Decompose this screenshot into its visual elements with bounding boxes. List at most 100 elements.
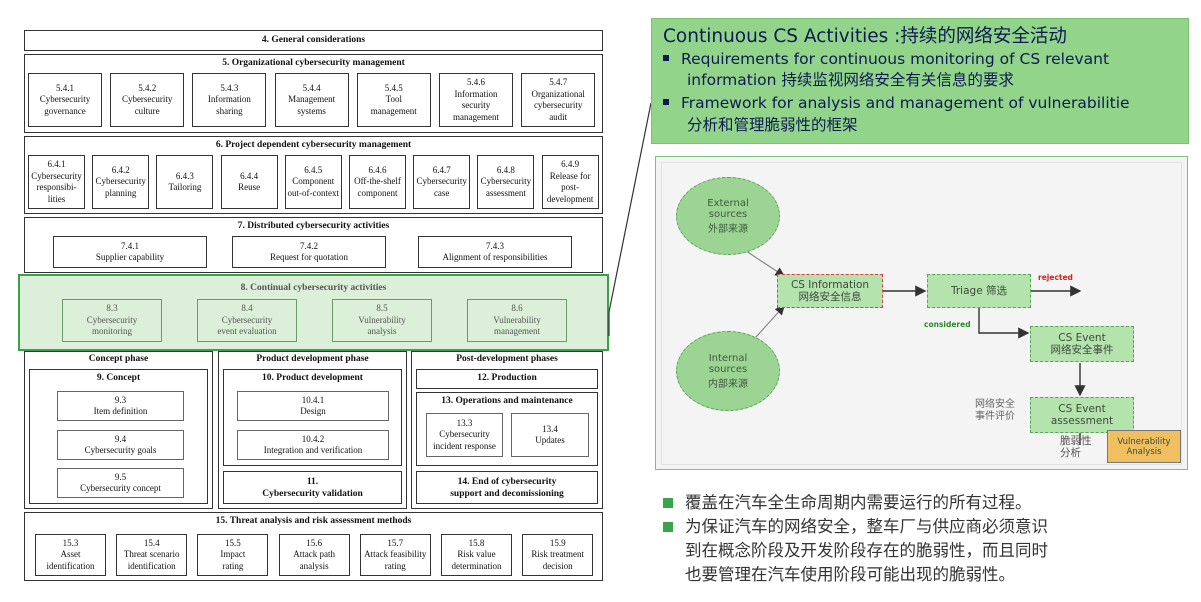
assessment-line1: CS Event — [1058, 403, 1106, 415]
clause-line: 10.4.1 — [301, 394, 325, 405]
clause-line: Alignment of responsibilities — [442, 252, 548, 262]
clause-line: decision — [542, 560, 573, 571]
vuln-cn-label: 脆弱性 分析 — [1060, 435, 1092, 459]
banner-bullet-2-line2: 分析和管理脆弱性的框架 — [687, 116, 858, 134]
clause-line: 7.4.2 — [300, 240, 318, 251]
clause-line: Cybersecurity — [416, 176, 467, 187]
clause-line: analysis — [299, 560, 329, 571]
clause-line: planning — [104, 187, 137, 198]
clause-line: Supplier capability — [95, 252, 165, 262]
product-development-title: 10. Product development — [262, 373, 363, 383]
bullet-square-icon — [663, 498, 673, 508]
clause-line: 9.4 — [114, 433, 127, 444]
triage-label: Triage 筛选 — [950, 285, 1007, 297]
clause-line: Request for quotation — [270, 252, 348, 262]
clause-line: Integration and verification — [263, 445, 363, 455]
internal-sources-node: Internal sources 内部来源 — [676, 331, 780, 411]
assessment-cn-line2: 事件评价 — [975, 411, 1015, 422]
clause-line: 6.4.7 — [432, 164, 451, 175]
clause-line: 15.5 — [225, 537, 241, 548]
clause-line: post- — [561, 182, 580, 192]
clause-line: 15.6 — [306, 537, 322, 548]
continual-activities-title: 8. Continual cybersecurity activities — [240, 283, 387, 293]
clause-line: cybersecurity — [533, 100, 583, 110]
clause-line: 15.9 — [549, 537, 566, 548]
clause-line: 5.4.7 — [549, 77, 568, 87]
clause-line: 5.4.2 — [138, 82, 157, 93]
internal-line3: 内部来源 — [708, 378, 748, 390]
clause-line: Threat scenario — [123, 549, 180, 560]
clause-line: audit — [549, 111, 568, 122]
clause-line: Tailoring — [168, 182, 202, 192]
clause-line: determination — [451, 560, 502, 571]
tara-methods-box: 15. Threat analysis and risk assessment … — [24, 512, 603, 581]
bullet-square-icon — [663, 54, 669, 61]
clause-line: Risk treatment — [531, 549, 585, 560]
clause-line: 15.7 — [387, 537, 404, 548]
vulnerability-flow-diagram: External sources 外部来源 Internal sources 内… — [655, 156, 1188, 470]
clause-line: Attack feasibility — [364, 549, 427, 560]
clause-line: Design — [300, 406, 326, 416]
clause-line: 6.4.4 — [240, 170, 259, 181]
external-line2: sources — [708, 208, 748, 220]
note-line-1: 覆盖在汽车全生命周期内需要运行的所有过程。 — [685, 493, 1032, 512]
clause-line: 9.5 — [114, 471, 127, 482]
clause-line: 10.4.2 — [301, 433, 325, 444]
project-management-box: 6. Project dependent cybersecurity manag… — [24, 136, 603, 214]
clause-line: Information — [207, 94, 251, 105]
validation-label: Cybersecurity validation — [262, 489, 363, 499]
clause-line: Updates — [535, 435, 565, 445]
clause-line: 6.4.3 — [175, 170, 194, 181]
clause-line: monitoring — [92, 326, 132, 337]
clause-line: Cybersecurity — [31, 170, 82, 181]
considered-label: considered — [924, 320, 971, 329]
assessment-cn-label: 网络安全 事件评价 — [975, 399, 1015, 423]
clause-line: 8.6 — [511, 303, 523, 314]
cs-event-node: CS Event 网络安全事件 — [1030, 326, 1134, 362]
rejected-label: rejected — [1038, 273, 1073, 282]
clause-line: responsibi- — [36, 182, 77, 192]
cs-event-line1: CS Event — [1058, 332, 1106, 344]
clause-line: analysis — [367, 326, 397, 337]
bullet-square-icon — [663, 522, 673, 532]
summary-notes: 覆盖在汽车全生命周期内需要运行的所有过程。 为保证汽车的网络安全，整车厂与供应商… — [663, 491, 1048, 587]
internal-line2: sources — [708, 363, 748, 375]
external-line3: 外部来源 — [708, 223, 748, 235]
clause-line: 5.4.1 — [56, 82, 74, 93]
clause-line: case — [433, 187, 450, 198]
triage-node: Triage 筛选 — [927, 274, 1031, 308]
vuln-line1: Vulnerability — [1117, 436, 1171, 447]
clause-line: identification — [127, 560, 176, 571]
cs-info-line1: CS Information — [790, 279, 870, 291]
clause-line: Cybersecurity — [86, 314, 138, 325]
clause-line: 7.4.1 — [121, 240, 139, 251]
cs-event-assessment-node: CS Event assessment — [1030, 397, 1134, 433]
internal-line1: Internal — [708, 352, 748, 364]
project-management-title: 6. Project dependent cybersecurity manag… — [215, 140, 412, 150]
clause-line: management — [453, 111, 499, 122]
clause-line: security — [461, 100, 491, 110]
clause-line: Cybersecurity — [480, 176, 532, 187]
